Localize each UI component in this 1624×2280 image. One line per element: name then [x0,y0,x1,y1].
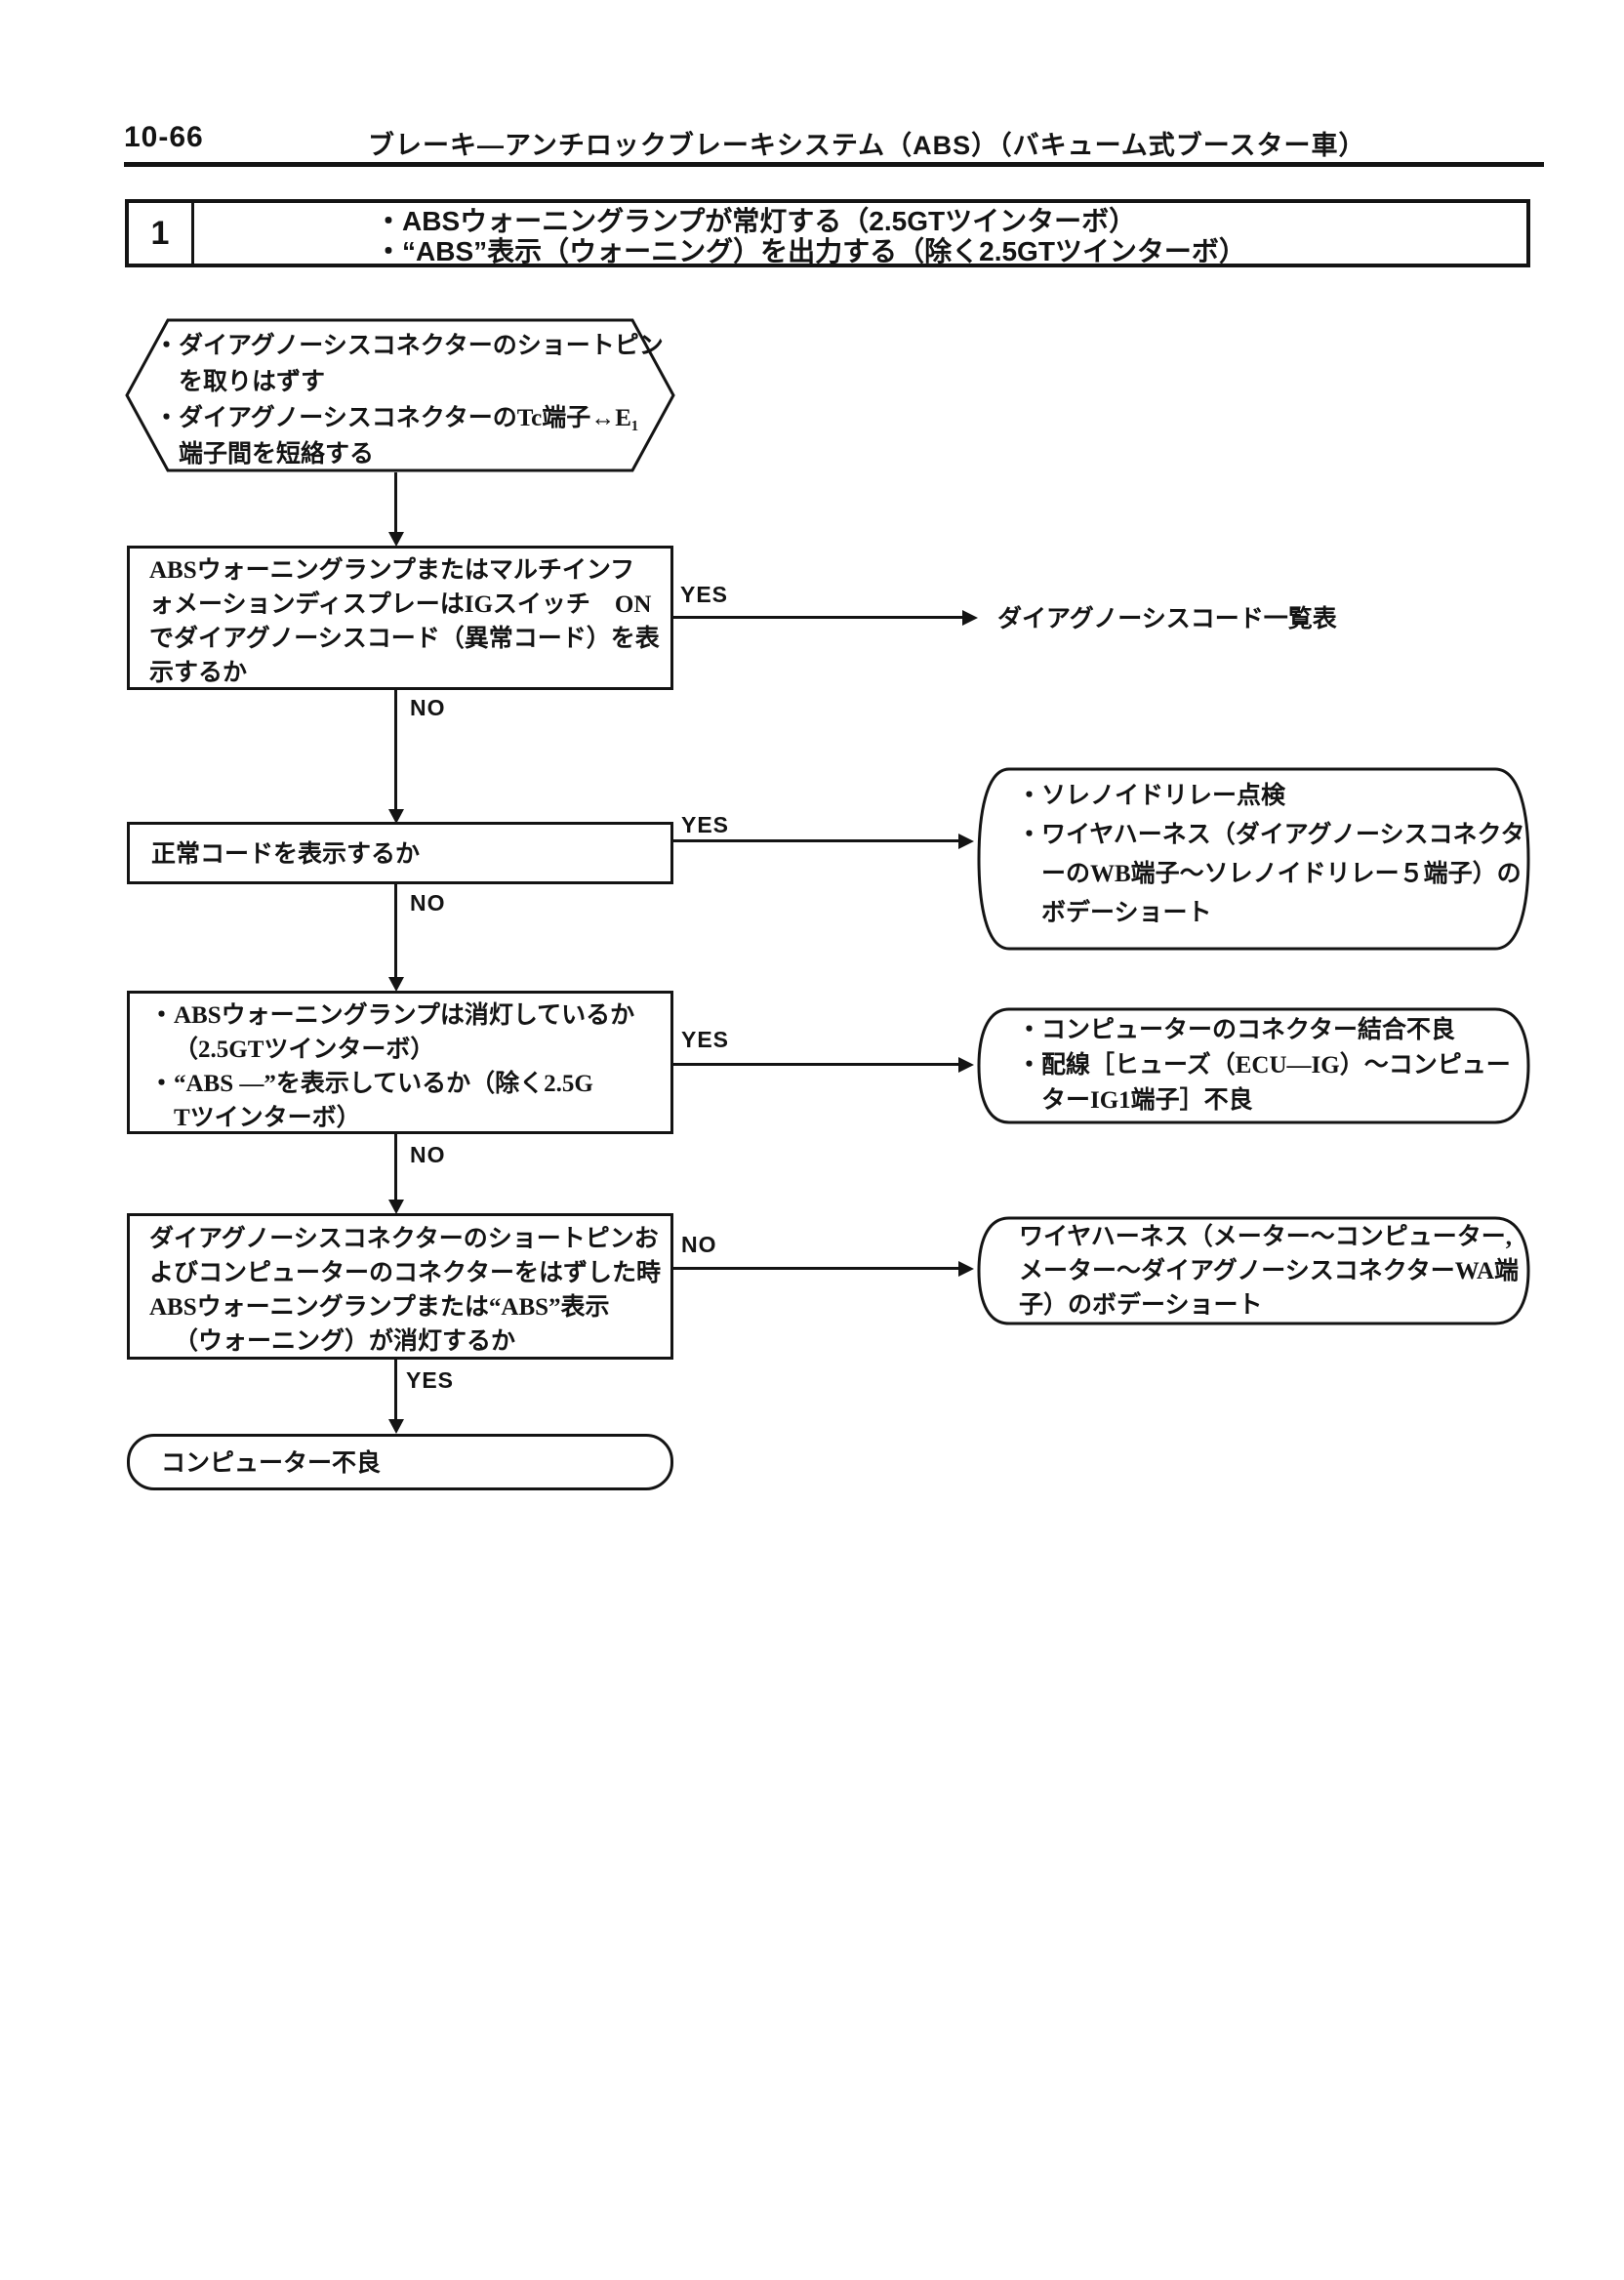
flow-line: ・ABSウォーニングランプは消灯しているか [149,1002,635,1029]
problem-title-line: ・“ABS”表示（ウォーニング）を出力する（除く2.5GTツインターボ） [375,236,1246,266]
q1-box: ABSウォーニングランプまたはマルチインフ ォメーションディスプレーはIGスイッ… [127,546,673,690]
display-shape [977,767,1530,951]
arrowhead-down-icon [388,809,404,824]
arrow-q2-q3 [394,884,397,979]
flow-line: 子）のボデーショート [1019,1292,1263,1319]
arrow-q2-r1 [673,839,960,842]
arrowhead-right-icon [958,1057,974,1073]
arrow-q3-q4 [394,1134,397,1201]
r1-text: ・ソレノイドリレー点検 ・ワイヤハーネス（ダイアグノーシスコネクタ ーのWB端子… [1017,777,1525,933]
flow-line: メーター～ダイアグノーシスコネクターWA端 [1019,1258,1520,1284]
header-title: ブレーキ―アンチロックブレーキシステム（ABS）（バキューム式ブースター車） [368,131,1366,160]
flow-line: ・ダイアグノーシスコネクターのショートピン [154,333,664,359]
q1-yes-label: YES [680,582,729,607]
q3-box: ・ABSウォーニングランプは消灯しているか （2.5GTツインターボ） ・“AB… [127,991,673,1134]
r2-text: ・コンピューターのコネクター結合不良 ・配線［ヒューズ（ECU—IG）～コンピュ… [1017,1013,1517,1119]
arrowhead-right-icon [958,1261,974,1277]
arrowhead-down-icon [388,532,404,547]
end-text: コンピューター不良 [161,1450,382,1477]
end-node: コンピューター不良 [127,1434,673,1490]
display-shape [977,1216,1530,1325]
arrow-q4-end [394,1360,397,1420]
q3-text: ・ABSウォーニングランプは消灯しているか （2.5GTツインターボ） ・“AB… [149,998,661,1135]
flow-line: ダイアグノーシスコネクターのショートピンお [149,1226,659,1252]
q3-yes-label: YES [681,1027,730,1052]
flow-line: 示するか [149,660,248,686]
r3-node: ワイヤハーネス（メーター～コンピューター, メーター～ダイアグノーシスコネクター… [976,1216,1532,1325]
display-shape [977,1007,1530,1124]
flow-line: ターIG1端子］不良 [1041,1087,1253,1114]
problem-box: 1 ・ABSウォーニングランプが常灯する（2.5GTツインターボ） ・“ABS”… [125,199,1530,267]
flow-line: ABSウォーニングランプまたは“ABS”表示 [149,1294,610,1321]
q2-box: 正常コードを表示するか [127,822,673,884]
ref1-text: ダイアグノーシスコード一覧表 [997,606,1337,632]
flow-line: ABSウォーニングランプまたはマルチインフ [149,557,635,584]
arrow-q4-r3 [673,1267,960,1270]
flow-line: ・ダイアグノーシスコネクターのTc端子↔E₁ [154,405,639,431]
arrowhead-down-icon [388,977,404,992]
r3-text: ワイヤハーネス（メーター～コンピューター, メーター～ダイアグノーシスコネクター… [1019,1220,1520,1323]
problem-title: ・ABSウォーニングランプが常灯する（2.5GTツインターボ） ・“ABS”表示… [375,206,1517,266]
q2-text: 正常コードを表示するか [151,841,421,868]
q1-no-label: NO [410,695,446,720]
flow-line: でダイアグノーシスコード（異常コード）を表 [149,626,660,652]
flow-line: ォメーションディスプレーはIGスイッチ ON [149,591,652,618]
flow-line: （ウォーニング）が消灯するか [174,1328,516,1355]
flow-line: 端子間を短絡する [179,441,375,468]
flow-line: を取りはずす [179,369,326,395]
flow-line: よびコンピューターのコネクターをはずした時 [149,1260,662,1286]
arrow-q1-ref1 [673,616,964,619]
q4-text: ダイアグノーシスコネクターのショートピンお よびコンピューターのコネクターをはず… [149,1222,661,1359]
header-rule [124,162,1544,167]
start-node-text: ・ダイアグノーシスコネクターのショートピン を取りはずす ・ダイアグノーシスコネ… [154,328,664,472]
q3-no-label: NO [410,1142,446,1167]
flow-line: ・ソレノイドリレー点検 [1017,783,1286,809]
r1-node: ・ソレノイドリレー点検 ・ワイヤハーネス（ダイアグノーシスコネクタ ーのWB端子… [976,767,1532,951]
flow-line: ・配線［ヒューズ（ECU—IG）～コンピュー [1017,1052,1511,1079]
flow-line: ーのWB端子～ソレノイドリレー５端子）の [1041,861,1522,887]
arrow-q3-r2 [673,1063,960,1066]
flow-line: ワイヤハーネス（メーター～コンピューター, [1019,1224,1513,1250]
q2-no-label: NO [410,890,446,916]
problem-box-divider [191,203,194,264]
flow-line: ・ワイヤハーネス（ダイアグノーシスコネクタ [1017,822,1525,848]
q2-yes-label: YES [681,812,730,837]
flow-line: （2.5GTツインターボ） [174,1037,435,1063]
arrow-start-q1 [394,472,397,533]
r2-node: ・コンピューターのコネクター結合不良 ・配線［ヒューズ（ECU—IG）～コンピュ… [976,1007,1532,1124]
flow-line: Tツインターボ） [174,1105,361,1131]
q4-no-label: NO [681,1232,717,1257]
arrowhead-down-icon [388,1419,404,1434]
arrowhead-right-icon [958,834,974,849]
hexagon-shape [125,318,675,472]
q4-box: ダイアグノーシスコネクターのショートピンお よびコンピューターのコネクターをはず… [127,1213,673,1360]
arrowhead-right-icon [962,610,978,626]
flow-line: ・“ABS —”を表示しているか（除く2.5G [149,1071,593,1097]
arrow-q1-q2 [394,690,397,810]
q4-yes-label: YES [406,1367,455,1393]
flow-line: ・コンピューターのコネクター結合不良 [1017,1017,1456,1043]
problem-title-line: ・ABSウォーニングランプが常灯する（2.5GTツインターボ） [375,206,1137,236]
q1-text: ABSウォーニングランプまたはマルチインフ ォメーションディスプレーはIGスイッ… [149,553,661,690]
start-node: ・ダイアグノーシスコネクターのショートピン を取りはずす ・ダイアグノーシスコネ… [125,318,675,472]
arrowhead-down-icon [388,1200,404,1214]
problem-number: 1 [150,214,170,252]
page-number: 10-66 [124,121,204,153]
flow-line: ボデーショート [1041,900,1212,926]
